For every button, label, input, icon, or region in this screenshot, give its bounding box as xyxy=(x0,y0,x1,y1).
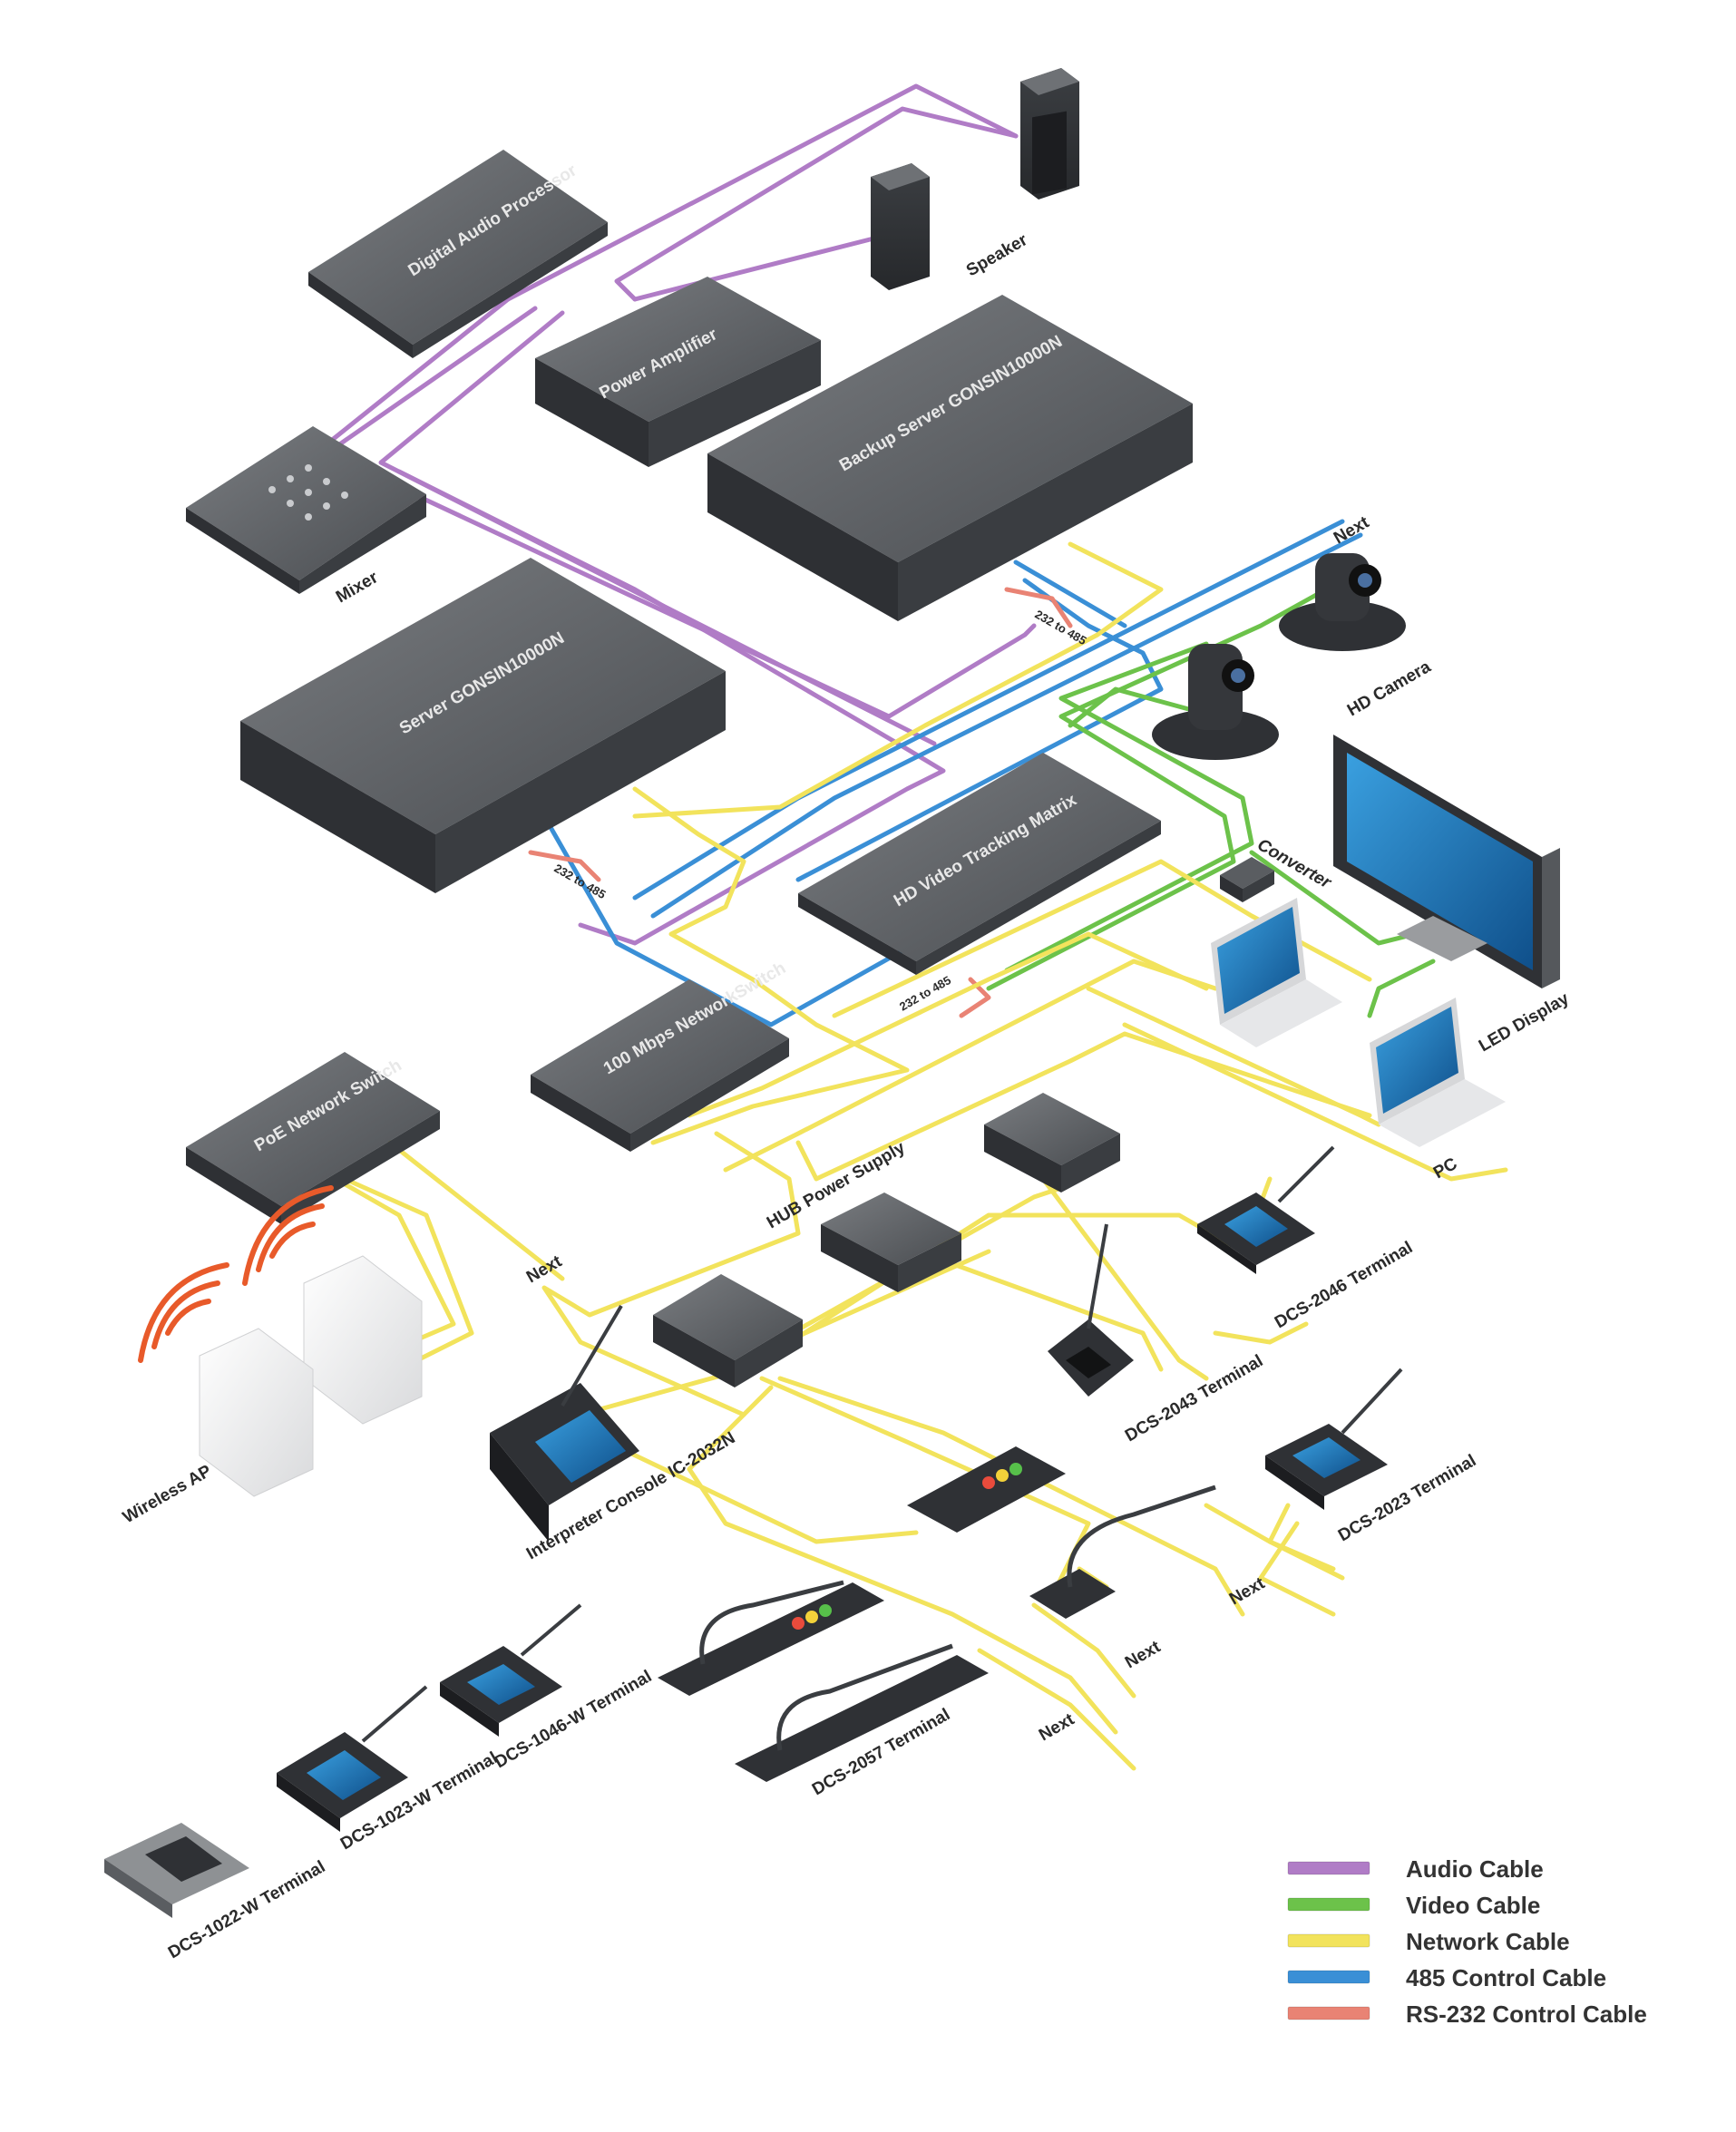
digital-audio-processor xyxy=(308,150,608,358)
speaker-label: Speaker xyxy=(963,230,1031,280)
laptop-back xyxy=(1211,898,1342,1047)
network-cable xyxy=(1040,1176,1209,1381)
dcs-1046w-terminal xyxy=(440,1603,582,1737)
wireless-ap-back xyxy=(303,1255,423,1425)
video-cable xyxy=(1367,959,1436,1018)
hd-camera-back xyxy=(1279,553,1406,651)
network-cable xyxy=(541,1131,801,1417)
dcs-2057-terminal-front xyxy=(735,1643,989,1782)
legend-label: 485 Control Cable xyxy=(1406,1964,1606,1991)
network-switch xyxy=(531,979,789,1152)
network-cable xyxy=(1122,1022,1508,1182)
legend-item-video: Video Cable xyxy=(1287,1892,1540,1919)
audio-cable xyxy=(632,233,887,302)
laptop-front xyxy=(1370,998,1506,1147)
legend-item-network: Network Cable xyxy=(1287,1928,1570,1955)
legend-item-audio: Audio Cable xyxy=(1287,1855,1544,1883)
embedded-gooseneck-terminal xyxy=(1029,1485,1216,1619)
legend-item-rs232: RS-232 Control Cable xyxy=(1287,2001,1647,2028)
led-display-label: LED Display xyxy=(1476,988,1573,1056)
video-cable xyxy=(1068,686,1218,728)
legend-item-485: 485 Control Cable xyxy=(1287,1964,1606,1991)
speaker-left xyxy=(871,163,930,290)
led-display xyxy=(1333,735,1560,988)
legend: Audio Cable Video Cable Network Cable 48… xyxy=(1287,1855,1647,2028)
cables xyxy=(224,83,1508,1771)
dcs-2046-label: DCS-2046 Terminal xyxy=(1272,1238,1416,1332)
mixer-label: Mixer xyxy=(333,568,382,607)
network-cable xyxy=(632,541,1164,819)
next-label: Next xyxy=(1036,1709,1078,1745)
485-control-cable xyxy=(650,532,1363,919)
network-cable xyxy=(1213,1321,1309,1345)
audio-cable xyxy=(324,306,1037,719)
next-label: Next xyxy=(1331,512,1373,548)
audio-cable xyxy=(396,469,946,946)
audio-cable xyxy=(614,106,1019,302)
next-label: Next xyxy=(1122,1637,1165,1672)
audio-cable xyxy=(505,83,1019,302)
dcs-2023-terminal xyxy=(1265,1368,1403,1510)
power-amplifier xyxy=(535,277,821,467)
legend-label: Network Cable xyxy=(1406,1928,1570,1955)
wireless-ap-front xyxy=(199,1328,314,1497)
rs232-control-cable xyxy=(528,850,601,882)
legend-label: RS-232 Control Cable xyxy=(1406,2001,1647,2028)
dcs-1022w-terminal xyxy=(104,1823,249,1918)
485-control-cable xyxy=(795,578,1164,882)
interpreter-console xyxy=(490,1304,639,1542)
hd-camera-front xyxy=(1152,644,1279,760)
speaker-right xyxy=(1020,68,1079,200)
network-cable xyxy=(977,1648,1136,1771)
network-cable xyxy=(687,931,1209,1118)
mixer xyxy=(186,426,426,594)
hub-power-supply-left xyxy=(653,1274,803,1387)
poe-network-switch xyxy=(186,1052,440,1224)
network-cable xyxy=(777,1376,1245,1617)
hub-power-supply-middle xyxy=(821,1193,961,1292)
rs232-control-cable xyxy=(1004,587,1073,628)
network-cable xyxy=(832,859,1372,1018)
next-label: Next xyxy=(523,1251,566,1287)
network-cable xyxy=(687,1385,1118,1735)
embedded-panel-terminal xyxy=(907,1446,1066,1533)
legend-label: Video Cable xyxy=(1406,1892,1540,1919)
legend-label: Audio Cable xyxy=(1406,1855,1544,1883)
backup-server xyxy=(707,295,1193,621)
wireless-ap-label: Wireless AP xyxy=(120,1462,215,1528)
server xyxy=(240,558,726,893)
wifi-wave-icon xyxy=(138,1185,334,1363)
dcs-2043-label: DCS-2043 Terminal xyxy=(1122,1351,1266,1446)
hd-camera-label: HD Camera xyxy=(1344,657,1435,721)
network-cable xyxy=(387,1140,565,1281)
network-cable xyxy=(632,786,910,1145)
hd-video-tracking-matrix xyxy=(798,753,1161,975)
dcs-2057-terminal-back xyxy=(658,1580,884,1696)
dcs-1023w-terminal xyxy=(277,1685,428,1832)
video-cable xyxy=(1004,641,1254,973)
network-cable xyxy=(1086,986,1381,1127)
audio-cable xyxy=(378,310,937,746)
network-cable xyxy=(795,1031,1372,1182)
dcs-2043-terminal xyxy=(1048,1223,1134,1397)
485-control-cable xyxy=(1013,560,1127,628)
network-cable xyxy=(941,1258,1164,1372)
network-cable xyxy=(1258,1521,1336,1617)
network-cable xyxy=(723,959,1218,1173)
dcs-2046-terminal xyxy=(1197,1145,1335,1274)
converter xyxy=(1220,857,1274,902)
network-cable xyxy=(1031,1602,1136,1699)
hub-power-supply-right xyxy=(984,1093,1120,1193)
network-cable xyxy=(1267,1503,1336,1572)
